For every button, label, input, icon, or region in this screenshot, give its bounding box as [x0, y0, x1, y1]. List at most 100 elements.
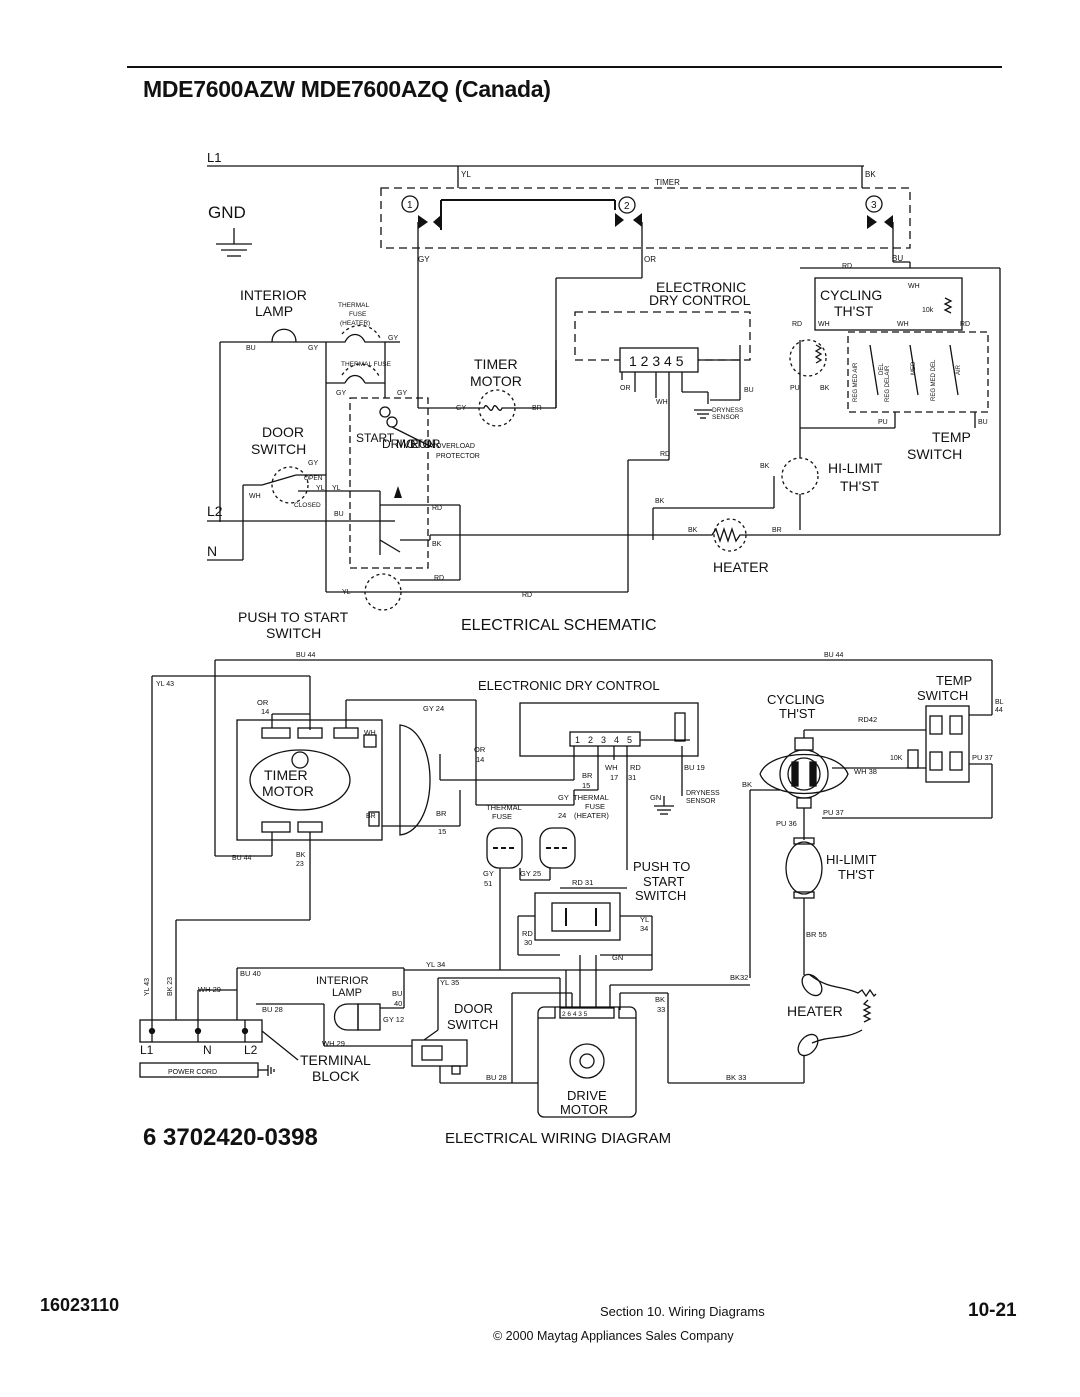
drive-motor-label: MOTOR: [560, 1102, 608, 1117]
fuse-label: THERMAL: [486, 803, 522, 812]
wire-label: RD 31: [572, 878, 593, 887]
wire-label: BR: [366, 813, 376, 820]
wire-label: BK: [688, 527, 698, 534]
terminal-n: N: [203, 1043, 212, 1057]
fuse-label: THERMAL: [573, 793, 609, 802]
l1-label: L1: [207, 150, 221, 165]
contact-1-circle: [401, 195, 419, 213]
wire-label: GN: [612, 953, 623, 962]
wire-label: 34: [640, 924, 648, 933]
gnd-label: GND: [208, 203, 246, 222]
wire-label: GY: [336, 390, 346, 397]
wire-label: GY: [397, 390, 407, 397]
wire-label: WH: [818, 321, 830, 328]
wire-label: YL 43: [144, 978, 151, 996]
wire-label: 40: [394, 999, 402, 1008]
wire-label: PU 37: [972, 753, 993, 762]
overload-label: PROTECTOR: [436, 453, 480, 460]
resistor-label: 10K: [890, 755, 903, 762]
drive-motor-pins: 2 6 4 3 5: [562, 1011, 588, 1018]
push-to-start-label: PUSH TO START: [238, 609, 349, 625]
wire-label: PU: [790, 385, 800, 392]
copyright: © 2000 Maytag Appliances Sales Company: [493, 1329, 734, 1343]
door-switch-label: SWITCH: [251, 441, 306, 457]
wire-label: GY: [483, 869, 494, 878]
wire-label: YL: [461, 170, 471, 179]
thermal-fuse-icon: [344, 374, 366, 384]
wiring-diagram-caption: ELECTRICAL WIRING DIAGRAM: [445, 1130, 671, 1147]
hi-limit-label: HI-LIMIT: [826, 852, 877, 867]
wire-label: PU 37: [823, 808, 844, 817]
power-cord-label: POWER CORD: [168, 1069, 217, 1076]
wire-label: BU: [392, 989, 402, 998]
thermal-fuse-heater: [539, 827, 576, 869]
fuse-label: FUSE: [349, 311, 367, 318]
temp-switch-label: TEMP: [932, 429, 971, 445]
electrical-schematic: L1 YL BK TIMER 1 2 3 GY: [207, 150, 1001, 641]
wire-label: WH 38: [854, 767, 877, 776]
wire-label: BR: [772, 527, 782, 534]
switch-position-label: AIR: [956, 364, 962, 375]
wire-label: YL 34: [426, 960, 445, 969]
hi-limit-label: HI-LIMIT: [828, 460, 883, 476]
wire-label: 30: [524, 938, 532, 947]
cycling-thermostat: [779, 749, 829, 799]
timer-motor-label: MOTOR: [262, 783, 314, 799]
interior-lamp-label: INTERIOR: [240, 287, 307, 303]
fuse-label: THERMAL: [338, 302, 369, 309]
wire-label: 44: [995, 707, 1003, 714]
edc-pin: 2: [588, 735, 593, 745]
edc-label: ELECTRONIC: [656, 279, 746, 295]
push-to-start-label: SWITCH: [266, 625, 321, 641]
wire-label: BR: [436, 809, 447, 818]
wire-label: GY: [418, 255, 430, 264]
push-to-start-label: START: [643, 874, 684, 889]
terminal-block-label: TERMINAL: [300, 1052, 371, 1068]
temp-switch-label: TEMP: [936, 673, 972, 688]
door-switch: [411, 1039, 468, 1067]
page-number: 10-21: [968, 1300, 1017, 1321]
heater-coil: [809, 974, 877, 998]
dryness-sensor-icon: [694, 409, 712, 419]
wire-label: BK: [742, 780, 752, 789]
overload-label: OVERLOAD: [436, 443, 475, 450]
fuse-label: THERMAL FUSE: [341, 361, 392, 368]
hi-limit-label: TH'ST: [838, 867, 874, 882]
wire-label: WH: [656, 399, 668, 406]
wire-label: BU: [246, 345, 256, 352]
wire-label: BU 44: [232, 855, 252, 862]
wire-label: RD: [434, 575, 444, 582]
header-rule: [127, 66, 1002, 68]
wire-label: BK: [432, 541, 442, 548]
wire-label: BU 44: [824, 652, 844, 659]
wire-label: YL 35: [440, 978, 459, 987]
temp-switch-label: SWITCH: [907, 446, 962, 462]
wire-label: BK: [760, 463, 770, 470]
wire-label: WH: [897, 321, 909, 328]
edc-board: [519, 702, 699, 757]
cycling-thst-label: TH'ST: [834, 303, 874, 319]
wire-label: OR: [620, 385, 631, 392]
wire-label: BR 55: [806, 930, 827, 939]
temp-switch: [925, 705, 970, 783]
door-switch-label: DOOR: [262, 424, 304, 440]
wire-label: 33: [657, 1005, 665, 1014]
lamp-bulb-icon: [333, 1003, 359, 1031]
ground-icon: [654, 796, 674, 815]
wire-label: BU: [744, 387, 754, 394]
switch-position-label: REG DELAIR: [885, 365, 891, 402]
wire-label: BU 28: [262, 1005, 283, 1014]
section-label: Section 10. Wiring Diagrams: [600, 1304, 765, 1319]
wire-label: 23: [296, 861, 304, 868]
wire-label: GN: [650, 793, 661, 802]
drive-motor: [537, 1006, 637, 1118]
motor-label: MOTOR: [396, 437, 441, 451]
part-number: 6 3702420-0398: [143, 1124, 318, 1151]
wire-label: GY: [308, 460, 318, 467]
wire-label: PU: [878, 419, 888, 426]
edc-pin: 4: [614, 735, 619, 745]
wire-label: 14: [476, 755, 484, 764]
n-label: N: [207, 543, 217, 559]
ground-icon: [258, 1065, 275, 1076]
